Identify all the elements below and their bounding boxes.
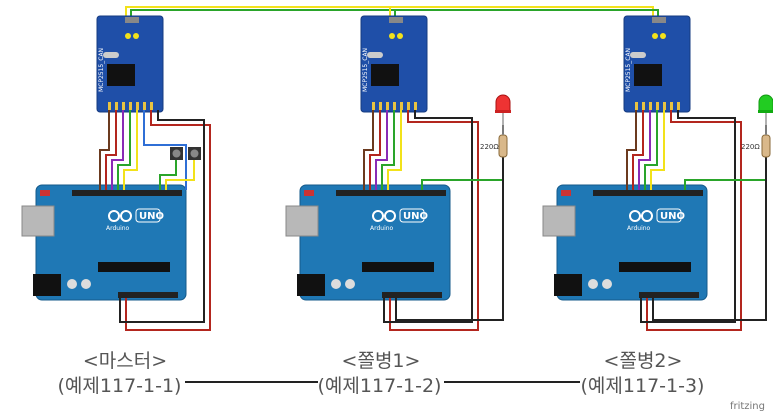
arduino-model: UNO — [139, 211, 164, 222]
fritzing-watermark: fritzing — [729, 401, 765, 412]
can-bus-wires — [125, 6, 659, 18]
arduino-logo-icon — [372, 210, 396, 222]
arduino-brand: Arduino — [370, 225, 394, 232]
resistor-1-label: 220Ω — [480, 143, 499, 151]
arduino-brand: Arduino — [106, 225, 130, 232]
module-3-wires — [626, 110, 767, 331]
caption-slave1-title: <쫄병1> — [341, 350, 421, 372]
red-led-icon — [495, 94, 511, 113]
module-1-wires — [99, 110, 211, 331]
caption-master-subtitle: (예제117-1-1) — [57, 375, 182, 397]
arduino-model: UNO — [403, 211, 428, 222]
resistor-2-label: 220Ω — [741, 143, 760, 151]
arduino-logo-icon — [629, 210, 653, 222]
module-label: MCP2515_CAN — [625, 48, 632, 92]
red-led-assembly: 220Ω — [480, 94, 511, 158]
module-label: MCP2515_CAN — [98, 48, 105, 92]
caption-slave1-subtitle: (예제117-1-2) — [317, 375, 442, 397]
module-2-wires — [363, 110, 504, 331]
arduino-board-2: Arduino UNO — [285, 184, 451, 301]
green-led-icon — [758, 94, 773, 113]
module-label: MCP2515_CAN — [362, 48, 369, 92]
caption-master-title: <마스터> — [82, 350, 168, 372]
arduino-model: UNO — [660, 211, 685, 222]
can-module-1: MCP2515_CAN — [96, 15, 164, 113]
arduino-board-3: Arduino UNO — [542, 184, 708, 301]
can-module-3: MCP2515_CAN — [623, 15, 691, 113]
arduino-logo-icon — [108, 210, 132, 222]
green-led-assembly: 220Ω — [741, 94, 773, 158]
resistor-2 — [761, 134, 771, 158]
arduino-brand: Arduino — [627, 225, 651, 232]
caption-slave2-subtitle: (예제117-1-3) — [580, 375, 705, 397]
caption-slave2-title: <쫄병2> — [603, 350, 683, 372]
resistor-1 — [498, 134, 508, 158]
arduino-board-1: Arduino UNO — [21, 184, 187, 301]
can-module-2: MCP2515_CAN — [360, 15, 428, 113]
